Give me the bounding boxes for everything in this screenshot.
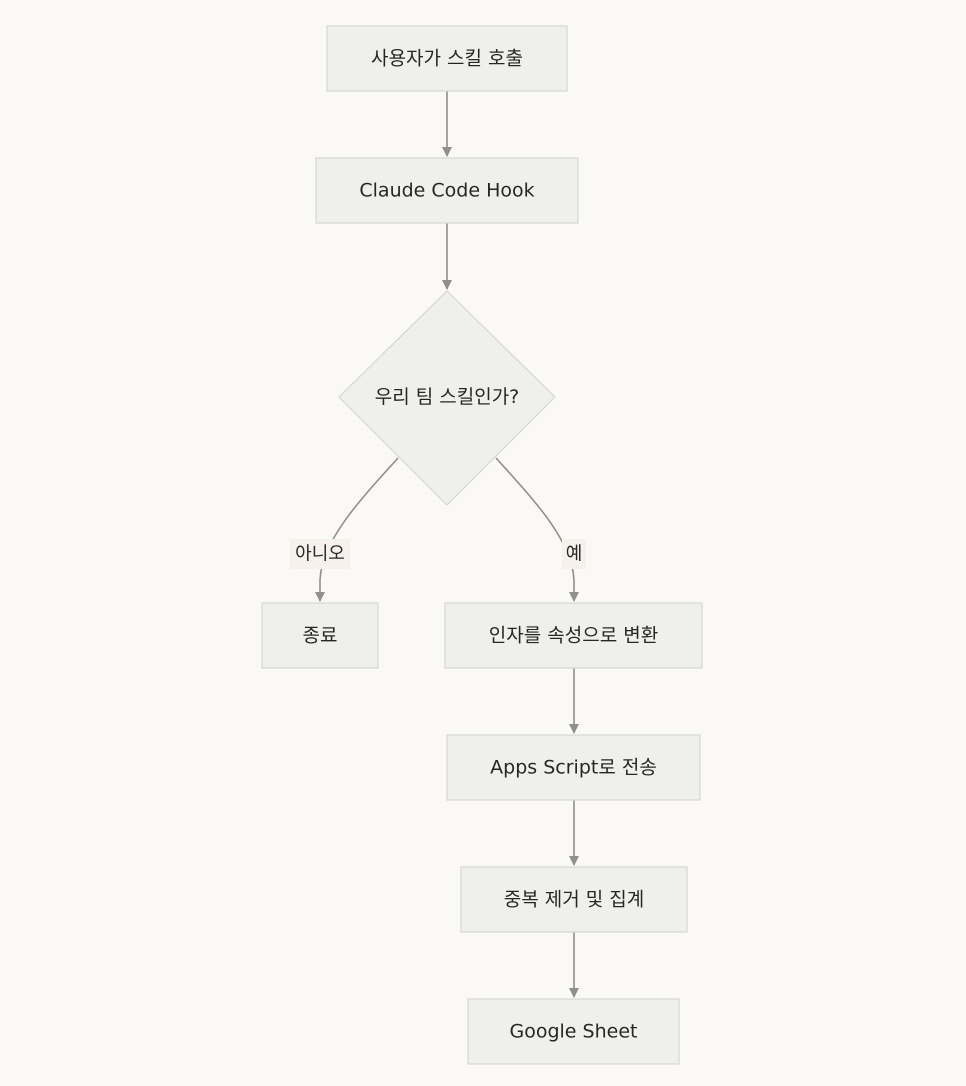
edge-label-yes: 예	[562, 539, 586, 569]
node-convert: 인자를 속성으로 변환	[444, 602, 703, 669]
node-end-label: 종료	[303, 625, 338, 647]
node-decision-label: 우리 팀 스킬인가?	[375, 386, 520, 408]
node-sheet-label: Google Sheet	[510, 1021, 638, 1043]
node-sheet: Google Sheet	[467, 998, 680, 1065]
node-hook: Claude Code Hook	[315, 157, 579, 224]
node-dedupe-label: 중복 제거 및 집계	[504, 889, 644, 911]
edge-label-yes-text: 예	[566, 544, 583, 565]
edge-label-no-text: 아니오	[295, 544, 345, 565]
node-send-label: Apps Script로 전송	[490, 757, 657, 779]
edge-decision-to-end	[315, 457, 399, 602]
node-invoke-label: 사용자가 스킬 호출	[371, 48, 523, 70]
edge-decision-to-convert	[495, 457, 579, 602]
edges	[315, 91, 579, 998]
node-hook-label: Claude Code Hook	[359, 180, 534, 202]
node-decision: 우리 팀 스킬인가?	[338, 290, 556, 506]
node-dedupe: 중복 제거 및 집계	[460, 866, 688, 933]
node-end: 종료	[261, 602, 379, 669]
node-convert-label: 인자를 속성으로 변환	[489, 625, 658, 647]
node-invoke: 사용자가 스킬 호출	[326, 25, 568, 92]
node-send: Apps Script로 전송	[446, 734, 701, 801]
edge-label-no: 아니오	[290, 539, 350, 569]
